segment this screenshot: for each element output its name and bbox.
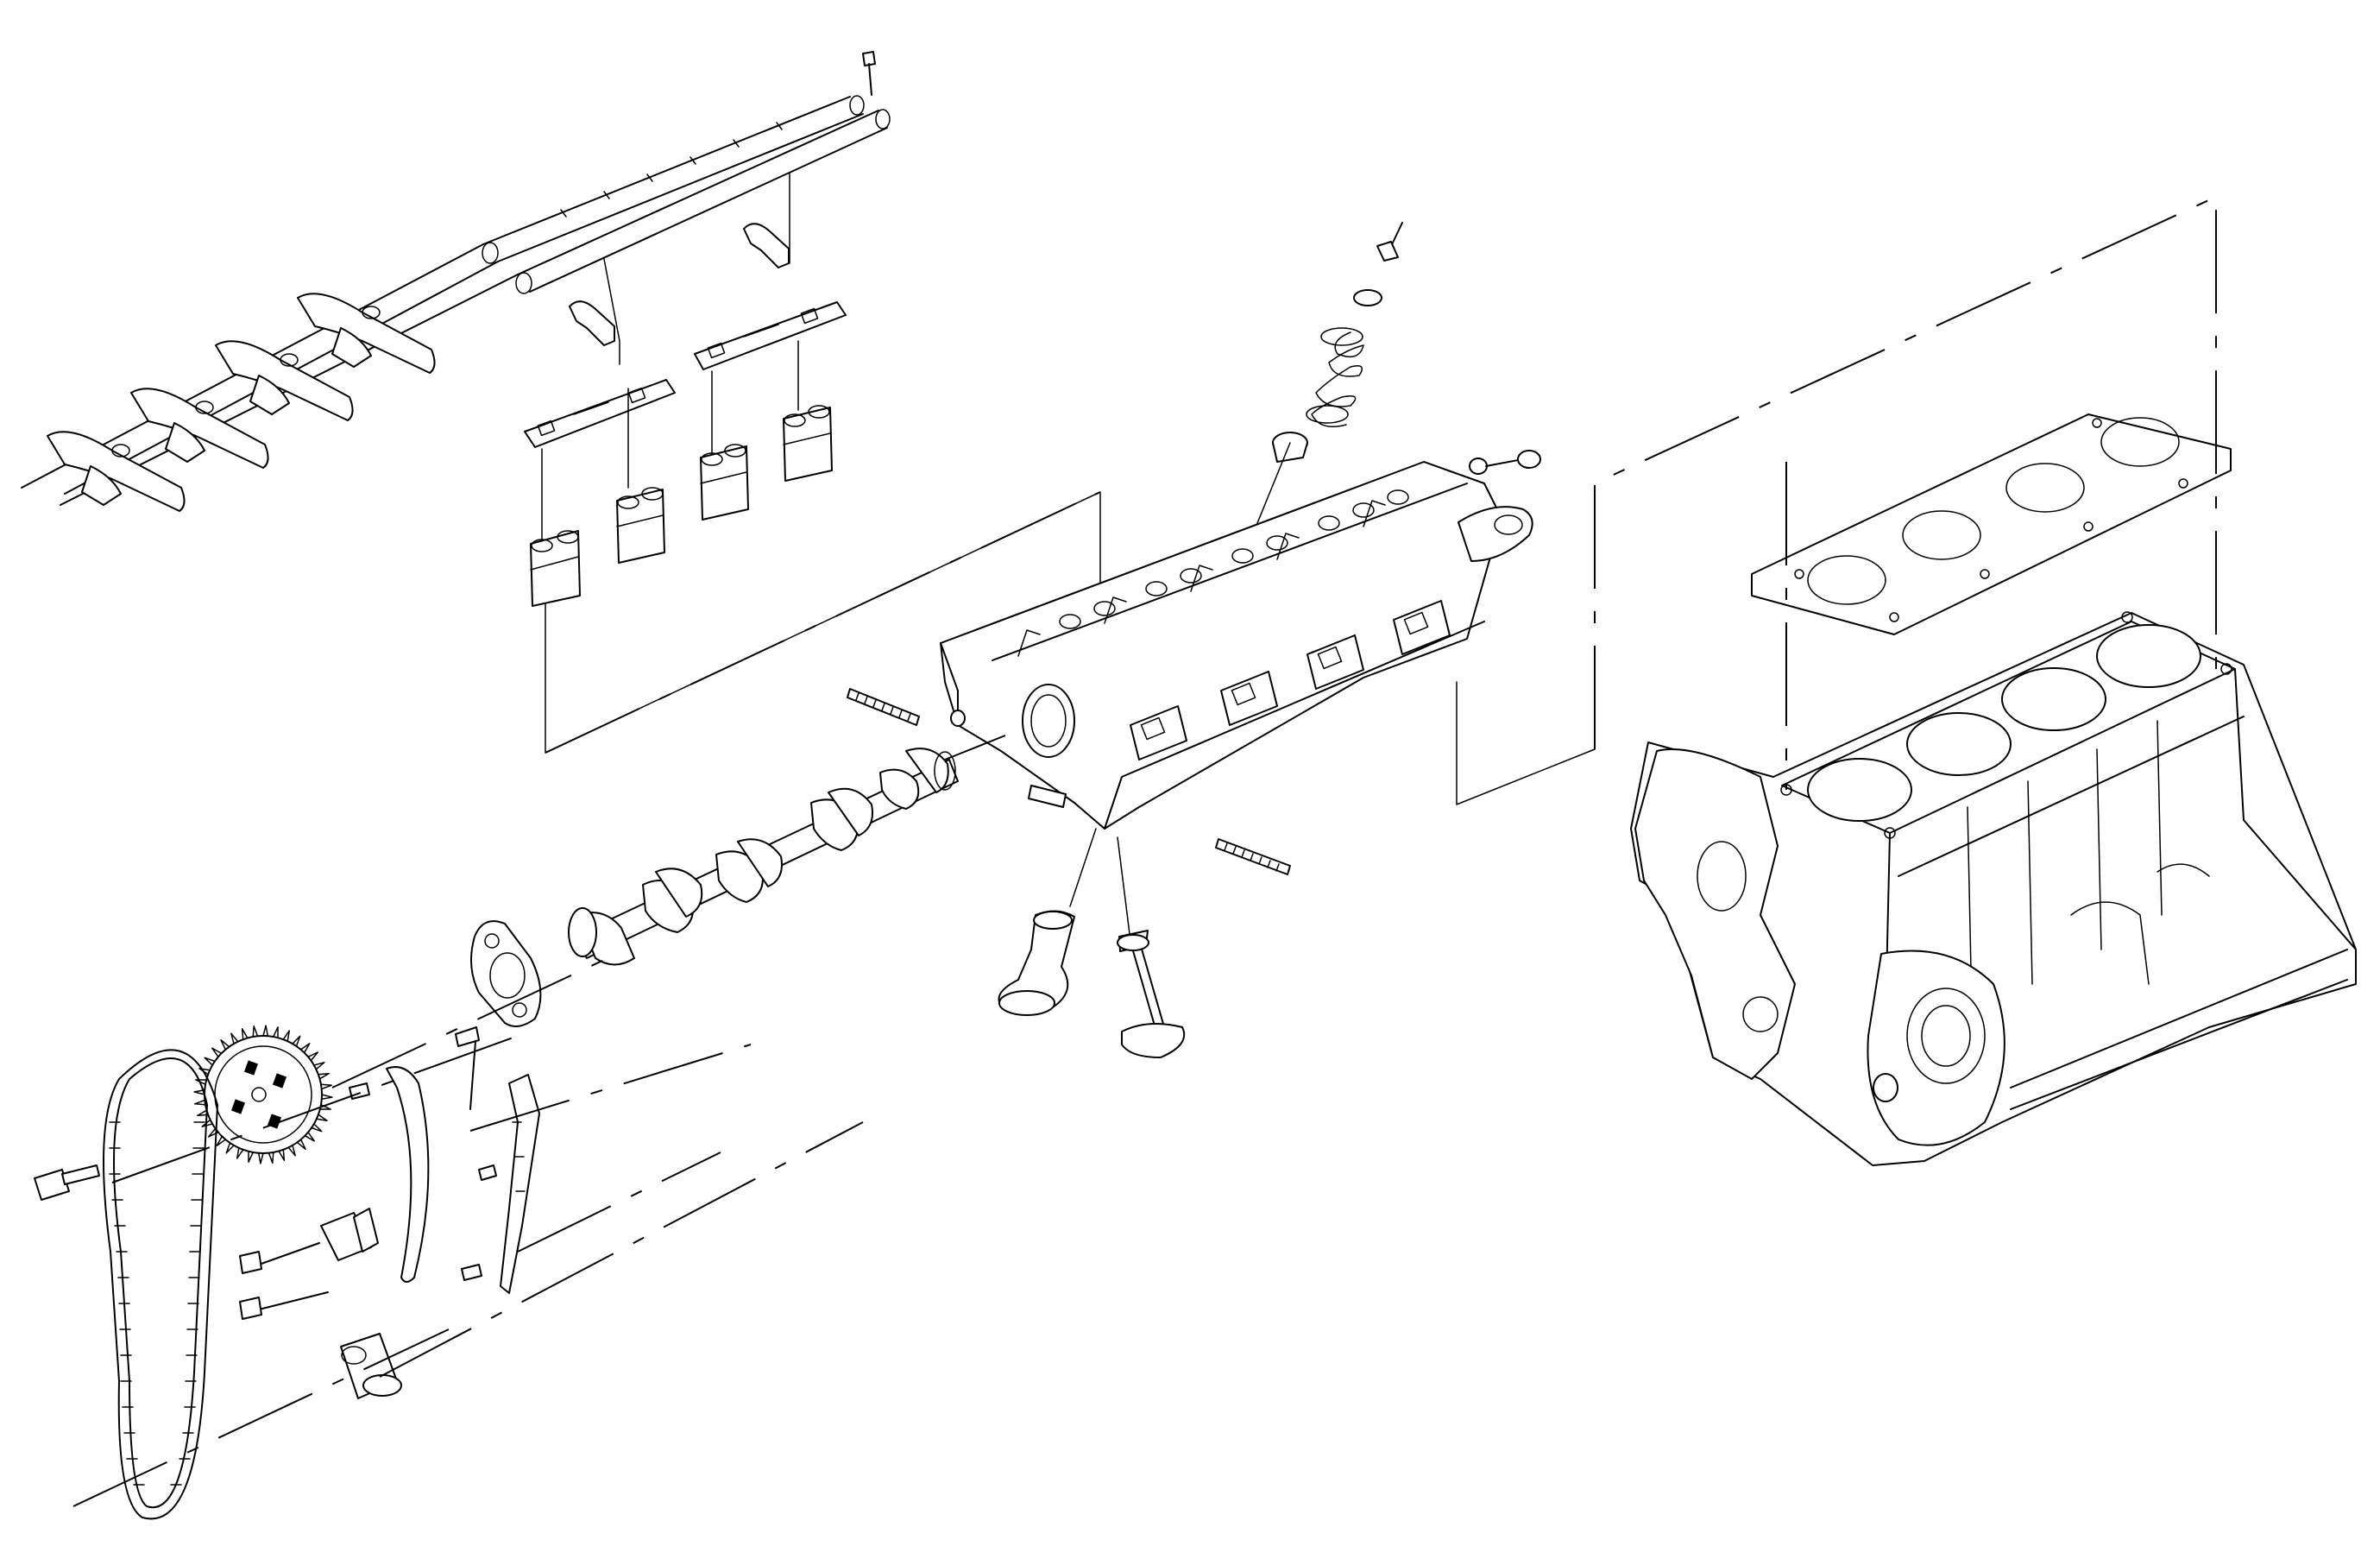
- valve-spring: [1306, 327, 1364, 427]
- camshaft: [568, 748, 959, 966]
- cylinder-head: [940, 450, 1596, 830]
- valves: [998, 828, 1186, 1058]
- camshaft-seal-plate: [455, 920, 542, 1110]
- rocker-arms: [47, 293, 436, 512]
- camshaft-sprocket: [193, 1025, 333, 1164]
- assembly-lines: [72, 195, 2217, 1507]
- shaft-clamps: [569, 172, 790, 365]
- rocker-shafts: [21, 51, 891, 506]
- chain-tensioner: [239, 1208, 379, 1320]
- valve-keepers: [1353, 222, 1403, 306]
- hydraulic-lifters: [530, 405, 1101, 754]
- timing-chain: [34, 1049, 218, 1520]
- engine-block: [1630, 611, 2357, 1166]
- lifter-carriers: [524, 301, 847, 540]
- chain-guides: [349, 1066, 540, 1294]
- head-gasket: [1751, 413, 2232, 635]
- head-studs: [847, 688, 1291, 875]
